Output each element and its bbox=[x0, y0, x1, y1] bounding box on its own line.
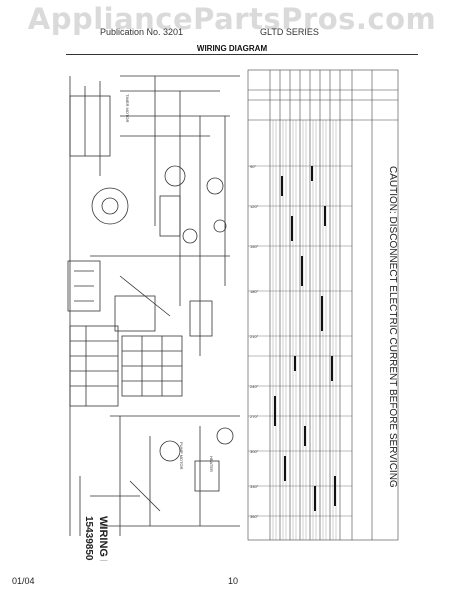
schematic-left bbox=[67, 75, 240, 536]
legend-table bbox=[69, 325, 119, 407]
degree-label: 90° bbox=[250, 164, 256, 169]
publication-number: Publication No. 3201 bbox=[100, 27, 184, 37]
page-title: WIRING DIAGRAM bbox=[196, 44, 268, 53]
footer-date: 01/04 bbox=[12, 576, 35, 586]
timer-motor-label: TIMER MOTOR bbox=[125, 94, 130, 122]
page-number: 10 bbox=[228, 576, 239, 586]
pump-motor-circle bbox=[159, 440, 181, 462]
degree-label: 120° bbox=[250, 204, 259, 209]
timer-chart bbox=[247, 69, 399, 541]
part-number-label: 154398500 bbox=[83, 516, 94, 561]
timer-block bbox=[69, 95, 111, 157]
degree-label: 300° bbox=[250, 449, 259, 454]
header-rule bbox=[66, 54, 418, 55]
pump-motor-label: PUMP MOTOR bbox=[179, 442, 184, 470]
timer-degree-labels: 90° 120° 150° 180° 210° 240° 270° 300° 3… bbox=[250, 164, 259, 519]
degree-label: 210° bbox=[250, 334, 259, 339]
degree-label: 240° bbox=[250, 384, 259, 389]
motor-circle bbox=[91, 187, 129, 225]
degree-label: 270° bbox=[250, 414, 259, 419]
degree-label: 360° bbox=[250, 514, 259, 519]
timer-chart-columns bbox=[272, 120, 337, 540]
caution-text: CAUTION: DISCONNECT ELECTRIC CURRENT BEF… bbox=[387, 166, 398, 488]
model-series: GLTD SERIES bbox=[260, 27, 319, 37]
degree-label: 330° bbox=[250, 484, 259, 489]
watermark: AppliancePartsPros.com bbox=[27, 2, 437, 36]
wiring-diagram: WIRING DIAGRAM 154398500 TIMER MOTOR PUM… bbox=[67, 69, 399, 561]
degree-label: 180° bbox=[250, 289, 259, 294]
timer-contact-bars bbox=[274, 166, 336, 511]
degree-label: 150° bbox=[250, 244, 259, 249]
wiring-diagram-label: WIRING DIAGRAM bbox=[97, 516, 109, 561]
wire-harness-box bbox=[67, 260, 101, 312]
heater-label: HEATER bbox=[209, 456, 214, 472]
